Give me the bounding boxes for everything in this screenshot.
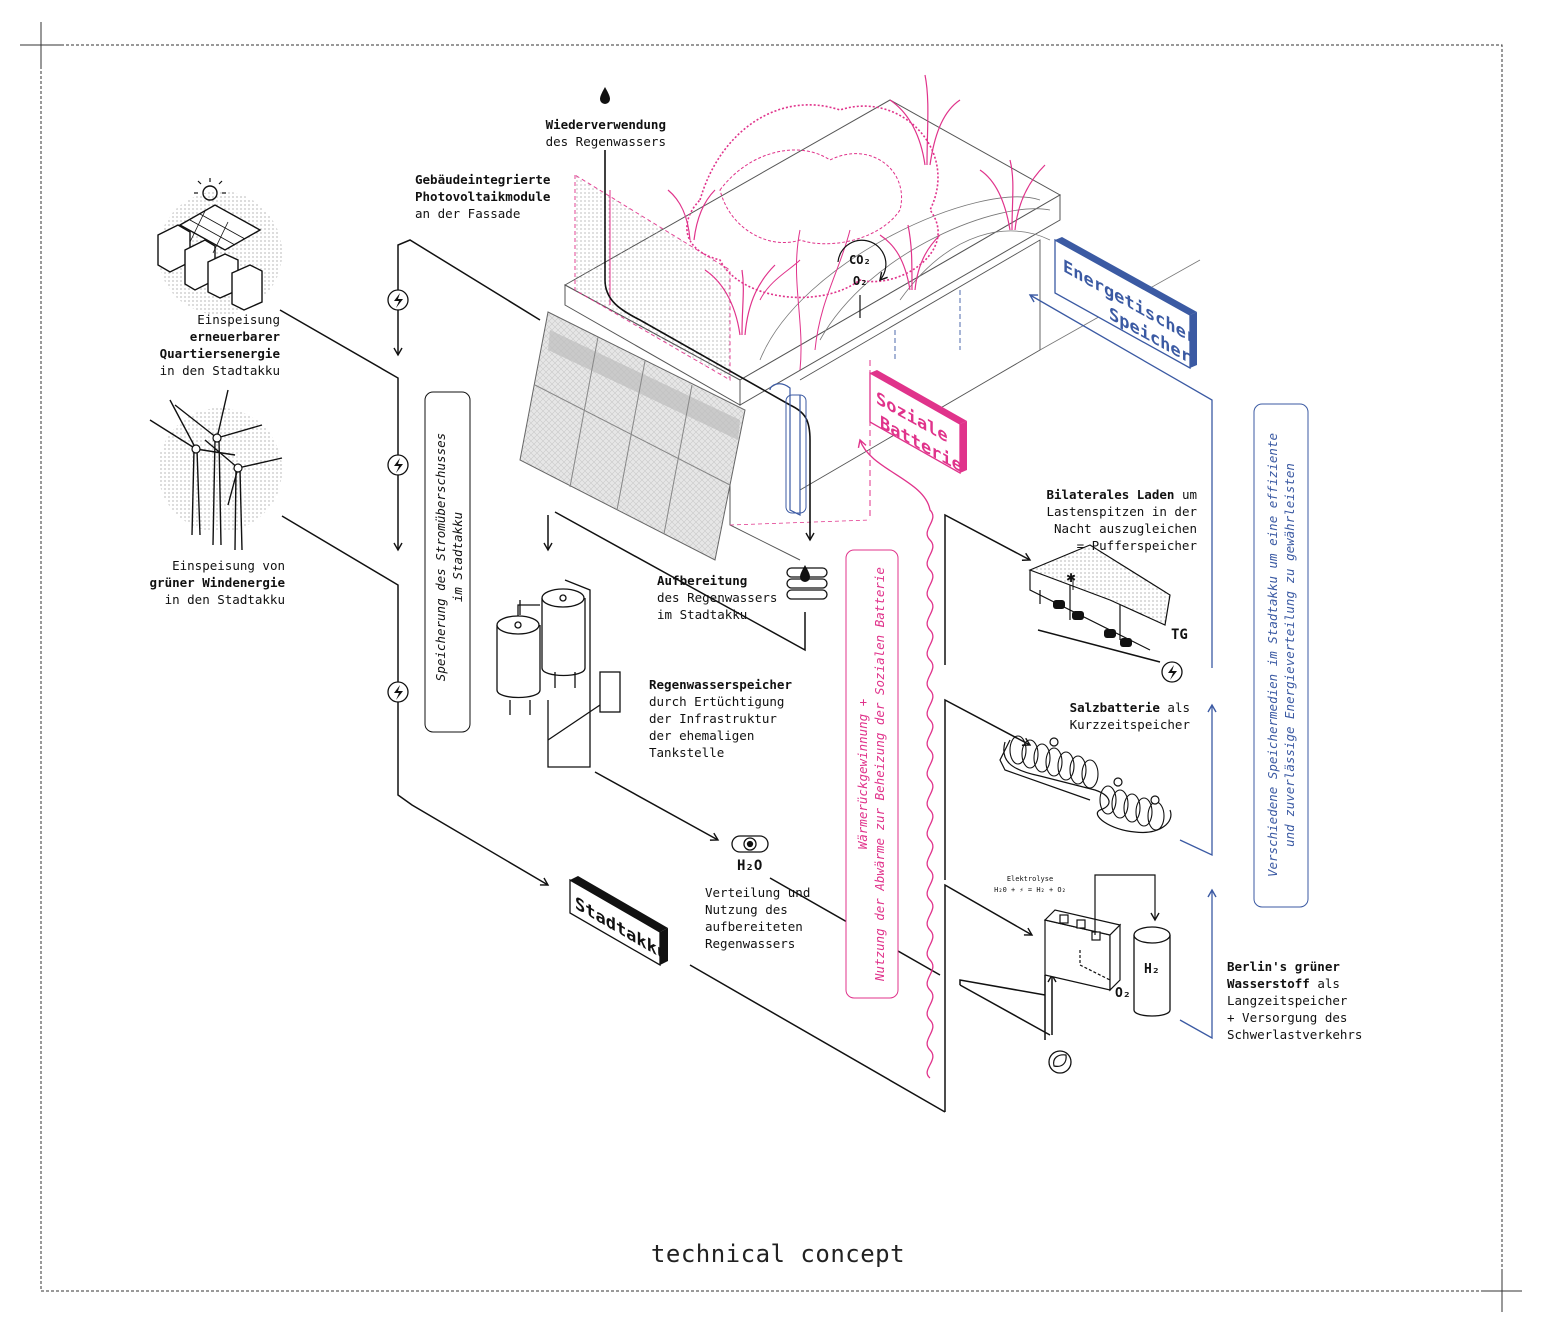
car-icon: ✱: [1028, 544, 1171, 651]
grass-icon: [667, 74, 1046, 336]
media-box: [1253, 403, 1309, 908]
sun-icon: [202, 185, 218, 201]
solar-house-icon: [157, 178, 282, 315]
heat-recovery-box: [845, 549, 899, 999]
stadtakku-tag: [569, 876, 668, 967]
pipe-valve-icon: [604, 150, 815, 542]
co2-cycle: [837, 239, 888, 318]
o2-label: O₂: [1115, 986, 1131, 1001]
surplus-storage-text: Speicherung des Stromüberschusses im Sta…: [433, 432, 465, 682]
media-text: Verschiedene Speichermedien im Stadtakku…: [1265, 433, 1297, 878]
pv-modules: [519, 311, 746, 561]
salt-battery-icon: [999, 735, 1172, 834]
electrolyser-icon: [1043, 874, 1160, 992]
heat-recovery-text: Wärmerückgewinnung + Nutzung der Abwärme…: [855, 567, 887, 981]
page-title: technical concept: [650, 1240, 906, 1268]
energy-flow-lines: [279, 239, 1161, 1113]
co2-label: CO₂: [849, 253, 871, 267]
frame: [20, 22, 1522, 1312]
storage-flow-lines: [1028, 294, 1217, 1040]
svg-text:✱: ✱: [1066, 571, 1076, 585]
water-drop-icon: [600, 87, 610, 104]
social-battery-tag: [869, 370, 967, 475]
tree-icon: [686, 104, 939, 371]
filter-icon: [786, 565, 828, 600]
h2-label: H₂: [1144, 962, 1160, 977]
o2-tree-label: O₂: [853, 274, 868, 288]
surplus-storage-box: [424, 391, 471, 733]
hydrogen-tank-icon: [1133, 926, 1171, 1017]
heat-recovery-line: [857, 438, 934, 1079]
water-tank-icon: [496, 579, 621, 768]
energetic-storage-tag: [1054, 237, 1197, 370]
distribution-icon: [731, 835, 769, 853]
tg-label: TG: [1171, 627, 1188, 643]
h2o-label: H₂O: [737, 858, 763, 874]
wind-turbine-icon: [149, 389, 283, 551]
leaf-lightning-icon: [1048, 1050, 1072, 1074]
lightning-icon: [387, 289, 1183, 703]
